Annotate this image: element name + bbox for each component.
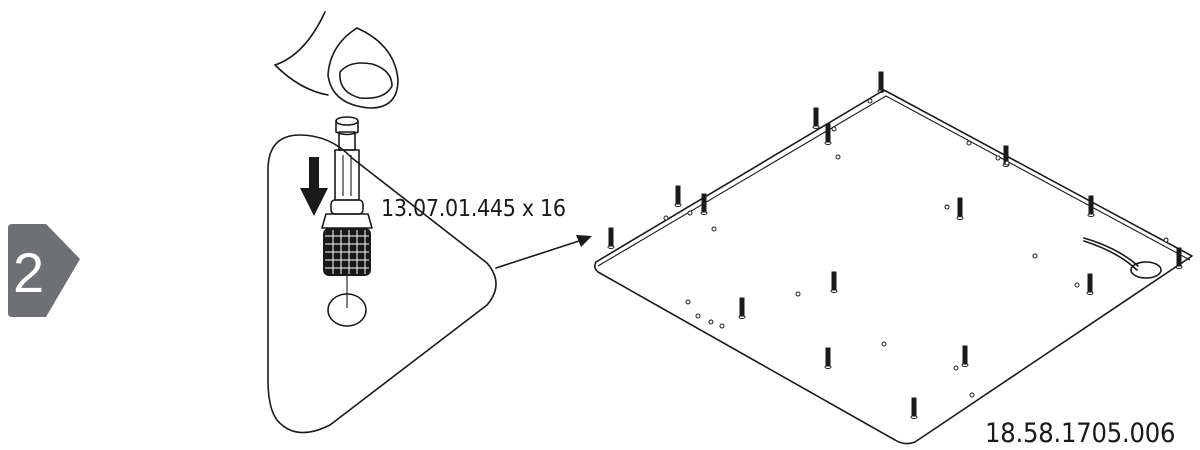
board-hole [835,154,841,160]
board-hole [1163,237,1169,243]
board-hole [944,204,950,210]
board-hole [711,226,717,232]
board-hole [795,291,801,297]
board-hole [695,313,701,319]
board-pin [738,297,746,319]
board-panel [594,89,1193,445]
board-pin [674,185,682,207]
board-pin [700,193,708,215]
board-hole [685,299,691,305]
mounting-hole [327,293,367,327]
callout-frame [267,134,497,434]
board-pins [607,71,1183,419]
leader-arrowhead [576,235,592,247]
board-hole [831,126,837,132]
board-hole [1032,253,1038,259]
board-part-number: 18.58.1705.006 [985,418,1175,449]
board-pin [1086,273,1094,295]
board-hole [719,323,725,329]
board-pin [812,107,820,129]
board-pin [824,347,832,369]
board-hole [969,392,975,398]
board-hole [881,341,887,347]
board-pin [877,71,885,93]
push-down-arrow-icon [300,157,328,216]
board-hole [663,215,669,221]
finger-press-icon [274,11,399,109]
step-badge: 2 [8,224,80,317]
board-hole [708,319,714,325]
board-pin [1175,247,1183,269]
push-pin-icon [321,116,373,327]
step-number: 2 [13,241,44,304]
board-pin [830,271,838,293]
callout-leader [495,235,592,269]
step-badge-shape [8,224,80,317]
board-hole [995,155,1001,161]
board-pin [961,345,969,367]
board-pin [910,397,918,419]
board-pin [956,197,964,220]
board-hole [867,98,873,104]
board-pin [607,227,615,249]
callout-label: 13.07.01.445 x 16 [381,196,566,222]
board-pin [824,123,832,145]
board-hole [1004,160,1010,166]
board-holes [663,98,1169,398]
board-hole [687,210,693,216]
board-pin [1087,195,1095,217]
board-hole [1074,282,1080,288]
board-hole [966,140,972,146]
board-hole [953,365,959,371]
